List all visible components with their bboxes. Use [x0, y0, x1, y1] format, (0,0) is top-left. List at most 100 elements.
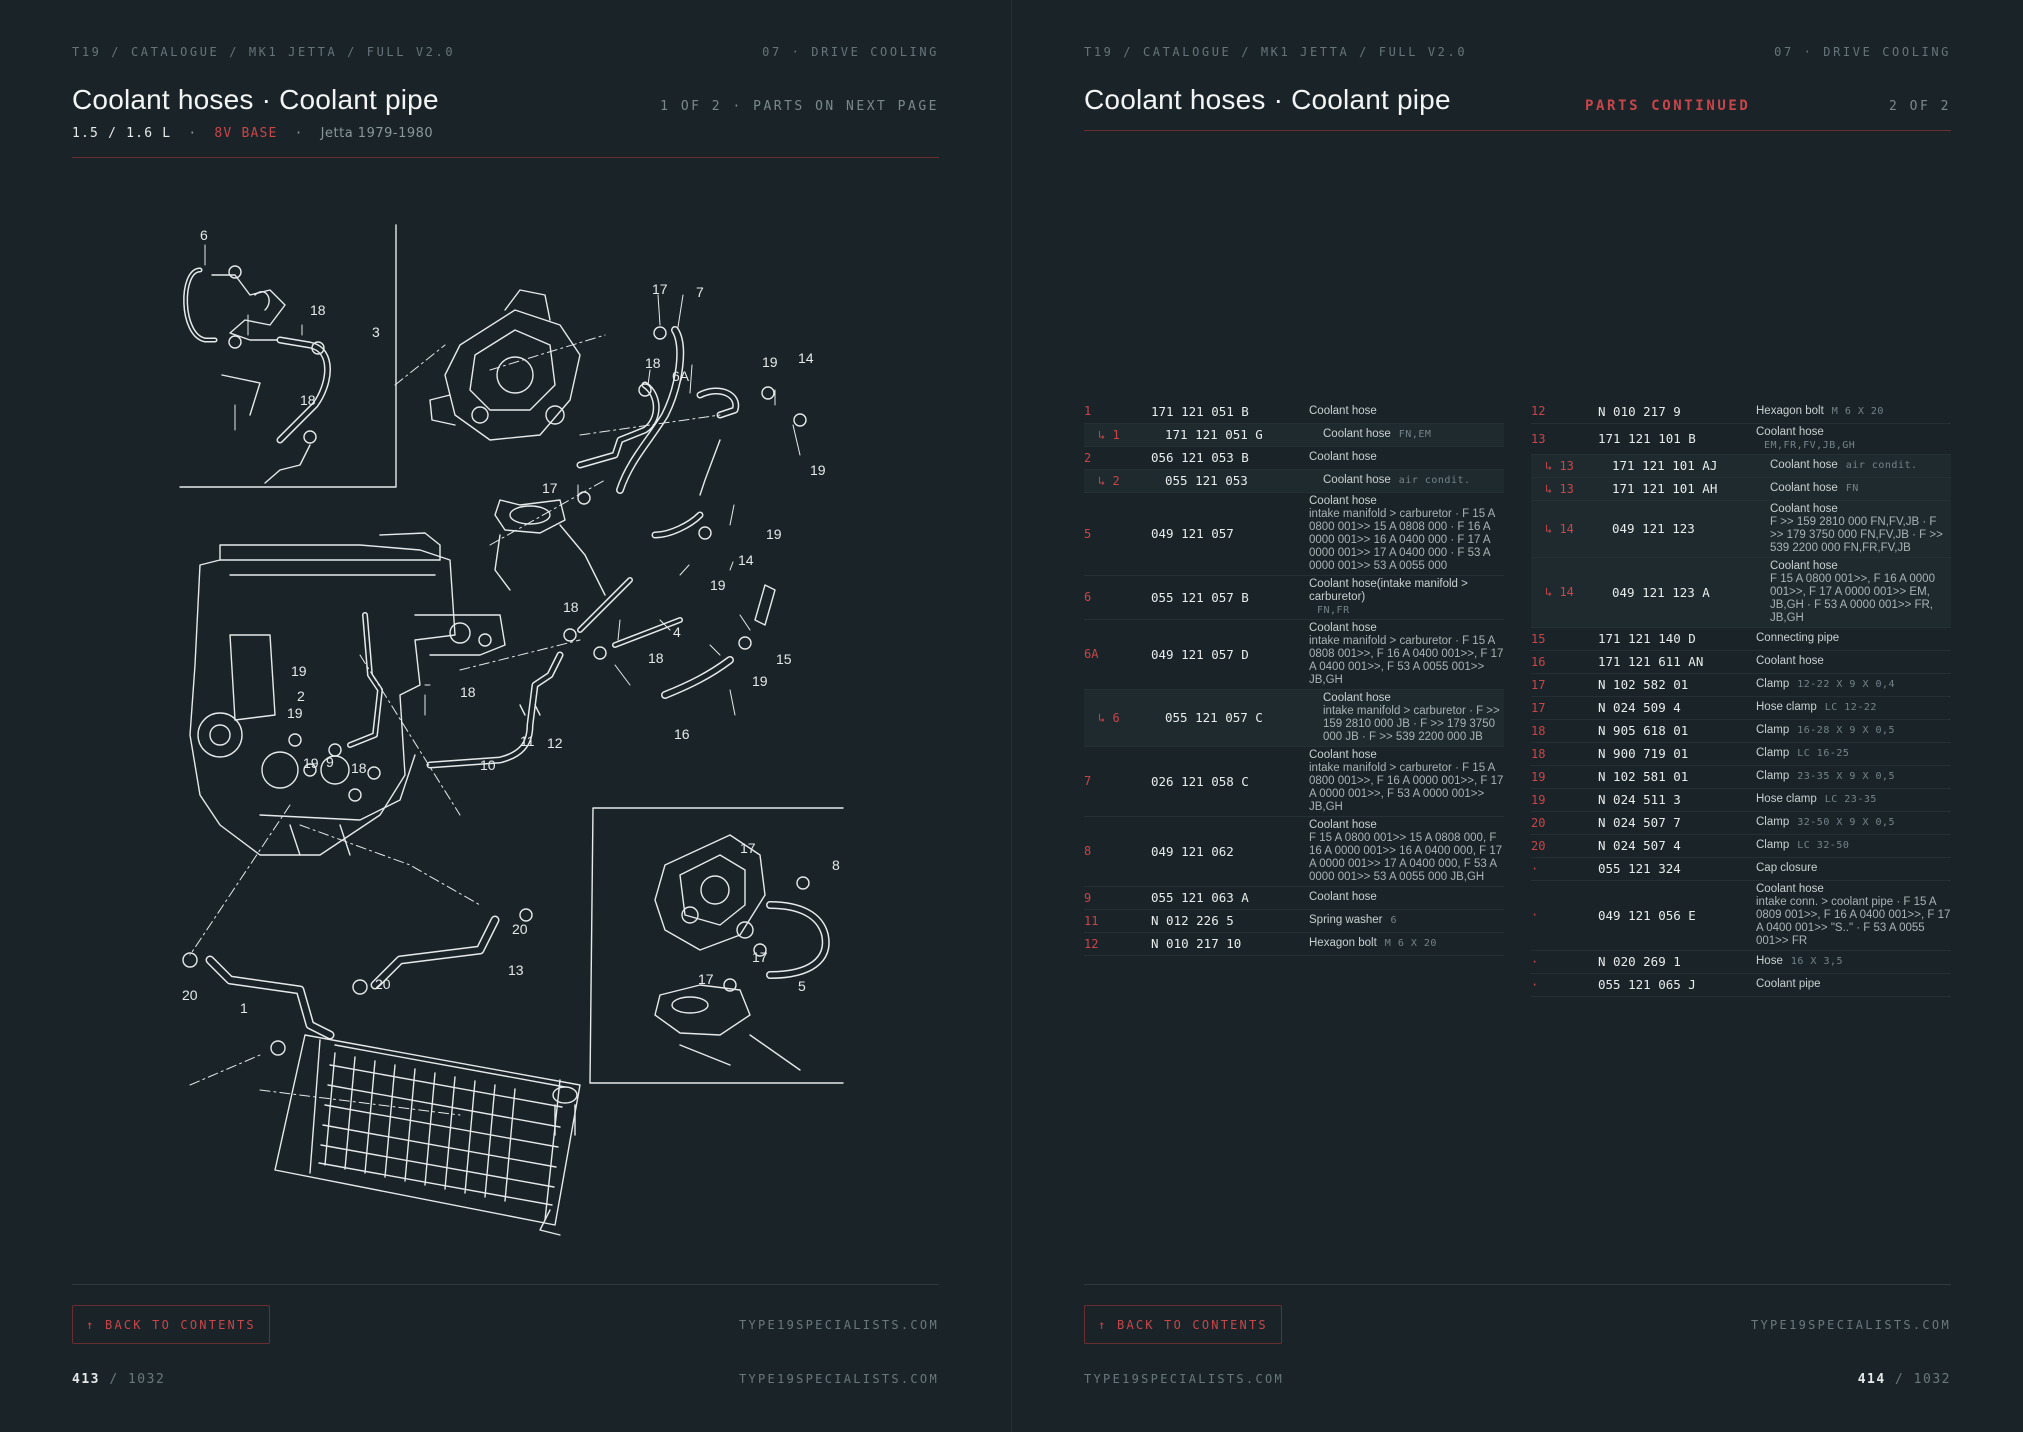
site-link[interactable]: TYPE19SPECIALISTS.COM [738, 1318, 939, 1332]
part-number: 049 121 062 [1151, 816, 1309, 887]
callout-label: 6A [672, 368, 690, 384]
part-description: Coolant hose [1770, 502, 1838, 515]
callout-label: 18 [645, 355, 661, 371]
part-ref: · [1531, 857, 1598, 881]
part-note: 6 [1390, 915, 1398, 926]
part-detail: intake manifold > carburetor · F >> 159 … [1323, 704, 1500, 743]
page-number: 413 / 1032 [72, 1372, 165, 1387]
part-number: 049 121 056 E [1598, 880, 1756, 951]
callout-label: 20 [512, 921, 528, 937]
part-description: Spring washer [1309, 914, 1383, 926]
callout-label: 14 [738, 552, 754, 568]
back-to-contents-button[interactable]: ↑ BACK TO CONTENTS [72, 1305, 270, 1344]
part-ref: 15 [1531, 627, 1598, 651]
part-ref: · [1531, 950, 1598, 974]
site-link[interactable]: TYPE19SPECIALISTS.COM [1750, 1318, 1951, 1332]
part-ref: ↳ 14 [1531, 500, 1598, 558]
callout-label: 19 [303, 755, 319, 771]
part-ref: 5 [1084, 492, 1151, 576]
part-description: Coolant hose [1309, 451, 1377, 463]
part-description: Cap closure [1756, 862, 1818, 874]
footer-rule [1084, 1284, 1951, 1285]
part-description: Hose [1756, 955, 1783, 967]
footer-rule [72, 1284, 939, 1285]
back-to-contents-button[interactable]: ↑ BACK TO CONTENTS [1084, 1305, 1282, 1344]
part-description-cell: Coolant hose [1309, 886, 1504, 910]
part-description: Clamp [1756, 770, 1790, 782]
part-number: 056 121 053 B [1151, 446, 1309, 470]
part-number: N 024 507 7 [1598, 811, 1756, 835]
part-ref: 17 [1531, 696, 1598, 720]
page-status: 2 OF 2 [1889, 99, 1951, 114]
callout-label: 20 [182, 987, 198, 1003]
page-status: 1 OF 2 · PARTS ON NEXT PAGE [660, 99, 939, 114]
radiator [274, 1034, 581, 1236]
part-description: Hexagon bolt [1756, 404, 1824, 417]
part-detail: F 15 A 0800 001>>, F 16 A 0000 001>>, F … [1770, 572, 1935, 624]
part-number: N 900 719 01 [1598, 742, 1756, 766]
leader-lines [189, 334, 721, 1116]
part-description-cell: Coolant hose [1309, 400, 1504, 424]
callout-label: 14 [798, 350, 814, 366]
section-label: 07 · DRIVE COOLING [1774, 45, 1951, 59]
callout-label: 9 [326, 754, 334, 770]
part-number: 049 121 057 D [1151, 619, 1309, 690]
part-note: LC 23-35 [1824, 794, 1877, 805]
part-description: Coolant hose [1770, 482, 1838, 494]
part-number: 055 121 057 C [1151, 689, 1309, 747]
callout-label: 18 [351, 760, 367, 776]
header-rule [1084, 130, 1951, 131]
callout-label: 19 [752, 673, 768, 689]
part-description: Hose clamp [1756, 701, 1817, 713]
callout-label: 19 [287, 705, 303, 721]
part-number: 049 121 057 [1151, 492, 1309, 576]
part-ref: 11 [1084, 909, 1151, 933]
part-ref: ↳ 13 [1531, 477, 1598, 501]
part-number: N 010 217 10 [1151, 932, 1309, 956]
engine-block [189, 532, 776, 922]
callout-label: 13 [508, 962, 524, 978]
part-description: Coolant hose [1309, 891, 1377, 903]
part-number: 055 121 065 J [1598, 973, 1756, 997]
